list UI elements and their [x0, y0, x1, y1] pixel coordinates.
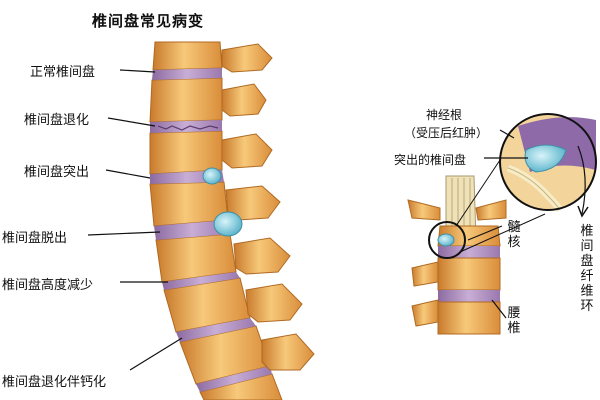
- lumbar-vertebra: [437, 301, 501, 335]
- leader-line: [87, 231, 161, 236]
- leader-line: [105, 169, 151, 179]
- label-herniated-disc: 椎间盘突出: [24, 165, 90, 180]
- lumbar-disc: [438, 246, 500, 258]
- label-reduced-height-disc: 椎间盘高度减少: [2, 278, 94, 293]
- leader-line: [467, 225, 503, 241]
- lumbar-vertebra: [437, 257, 501, 291]
- transverse-process: [407, 199, 441, 221]
- label-nerve-root: 神经根: [426, 108, 463, 122]
- leader-line: [119, 69, 156, 73]
- leader-line: [129, 337, 183, 371]
- lumbar-vertebra-view: [407, 175, 507, 335]
- lumbar-disc: [438, 290, 500, 302]
- annulus-arrow: [577, 145, 586, 215]
- label-herniated-disc-right: 突出的椎间盘: [394, 153, 467, 167]
- leader-lines-right: [467, 129, 589, 319]
- magnified-circle-border: [499, 113, 597, 211]
- magnified-view: [499, 113, 597, 212]
- calcified-disc: [176, 318, 256, 342]
- spinous-process: [261, 333, 315, 371]
- figure-title: 椎间盘常见病变: [92, 12, 205, 30]
- spinous-process: [233, 237, 291, 275]
- herniation-bulge: [202, 167, 222, 185]
- herniation-spot: [437, 233, 455, 247]
- magnified-nerve-outline: [507, 167, 561, 211]
- spinous-processes: [221, 43, 315, 371]
- label-lumbar: 腰椎: [507, 306, 521, 336]
- magnifier-circle: [428, 221, 466, 259]
- reduced-height-disc: [162, 272, 240, 290]
- annulus-arrowhead: [577, 205, 589, 218]
- label-nerve-root-note: （受压后红肿）: [404, 126, 489, 140]
- cord-fibers: [451, 178, 471, 238]
- spinous-process: [245, 283, 303, 323]
- prolapsed-disc: [154, 220, 230, 240]
- facet: [411, 299, 439, 327]
- spinous-process: [221, 43, 273, 73]
- spinous-process: [221, 133, 273, 169]
- degeneration-cracks: [157, 125, 219, 131]
- label-nucleus: 髓核: [507, 220, 521, 250]
- zoom-line: [459, 213, 546, 253]
- prolapse-bulge: [213, 211, 243, 237]
- vertebra: [149, 77, 223, 123]
- transverse-process: [475, 199, 507, 221]
- vertebral-column: [149, 41, 283, 400]
- label-annulus: 椎间盘纤维环: [580, 224, 594, 314]
- label-normal-disc: 正常椎间盘: [30, 65, 96, 80]
- leader-line: [107, 117, 156, 127]
- label-degenerated-disc: 椎间盘退化: [24, 113, 90, 128]
- label-calcified-disc: 椎间盘退化伴钙化: [2, 375, 107, 390]
- normal-disc: [152, 68, 222, 80]
- leader-line: [499, 129, 515, 139]
- magnified-herniation: [524, 144, 567, 173]
- leader-line: [491, 299, 507, 319]
- disc: [196, 366, 272, 392]
- label-prolapsed-disc: 椎间盘脱出: [2, 231, 68, 246]
- vertebra: [152, 41, 223, 71]
- leader-lines-left: [87, 69, 183, 371]
- degenerated-disc: [150, 120, 222, 133]
- spinous-process: [221, 83, 267, 117]
- facet: [411, 261, 439, 287]
